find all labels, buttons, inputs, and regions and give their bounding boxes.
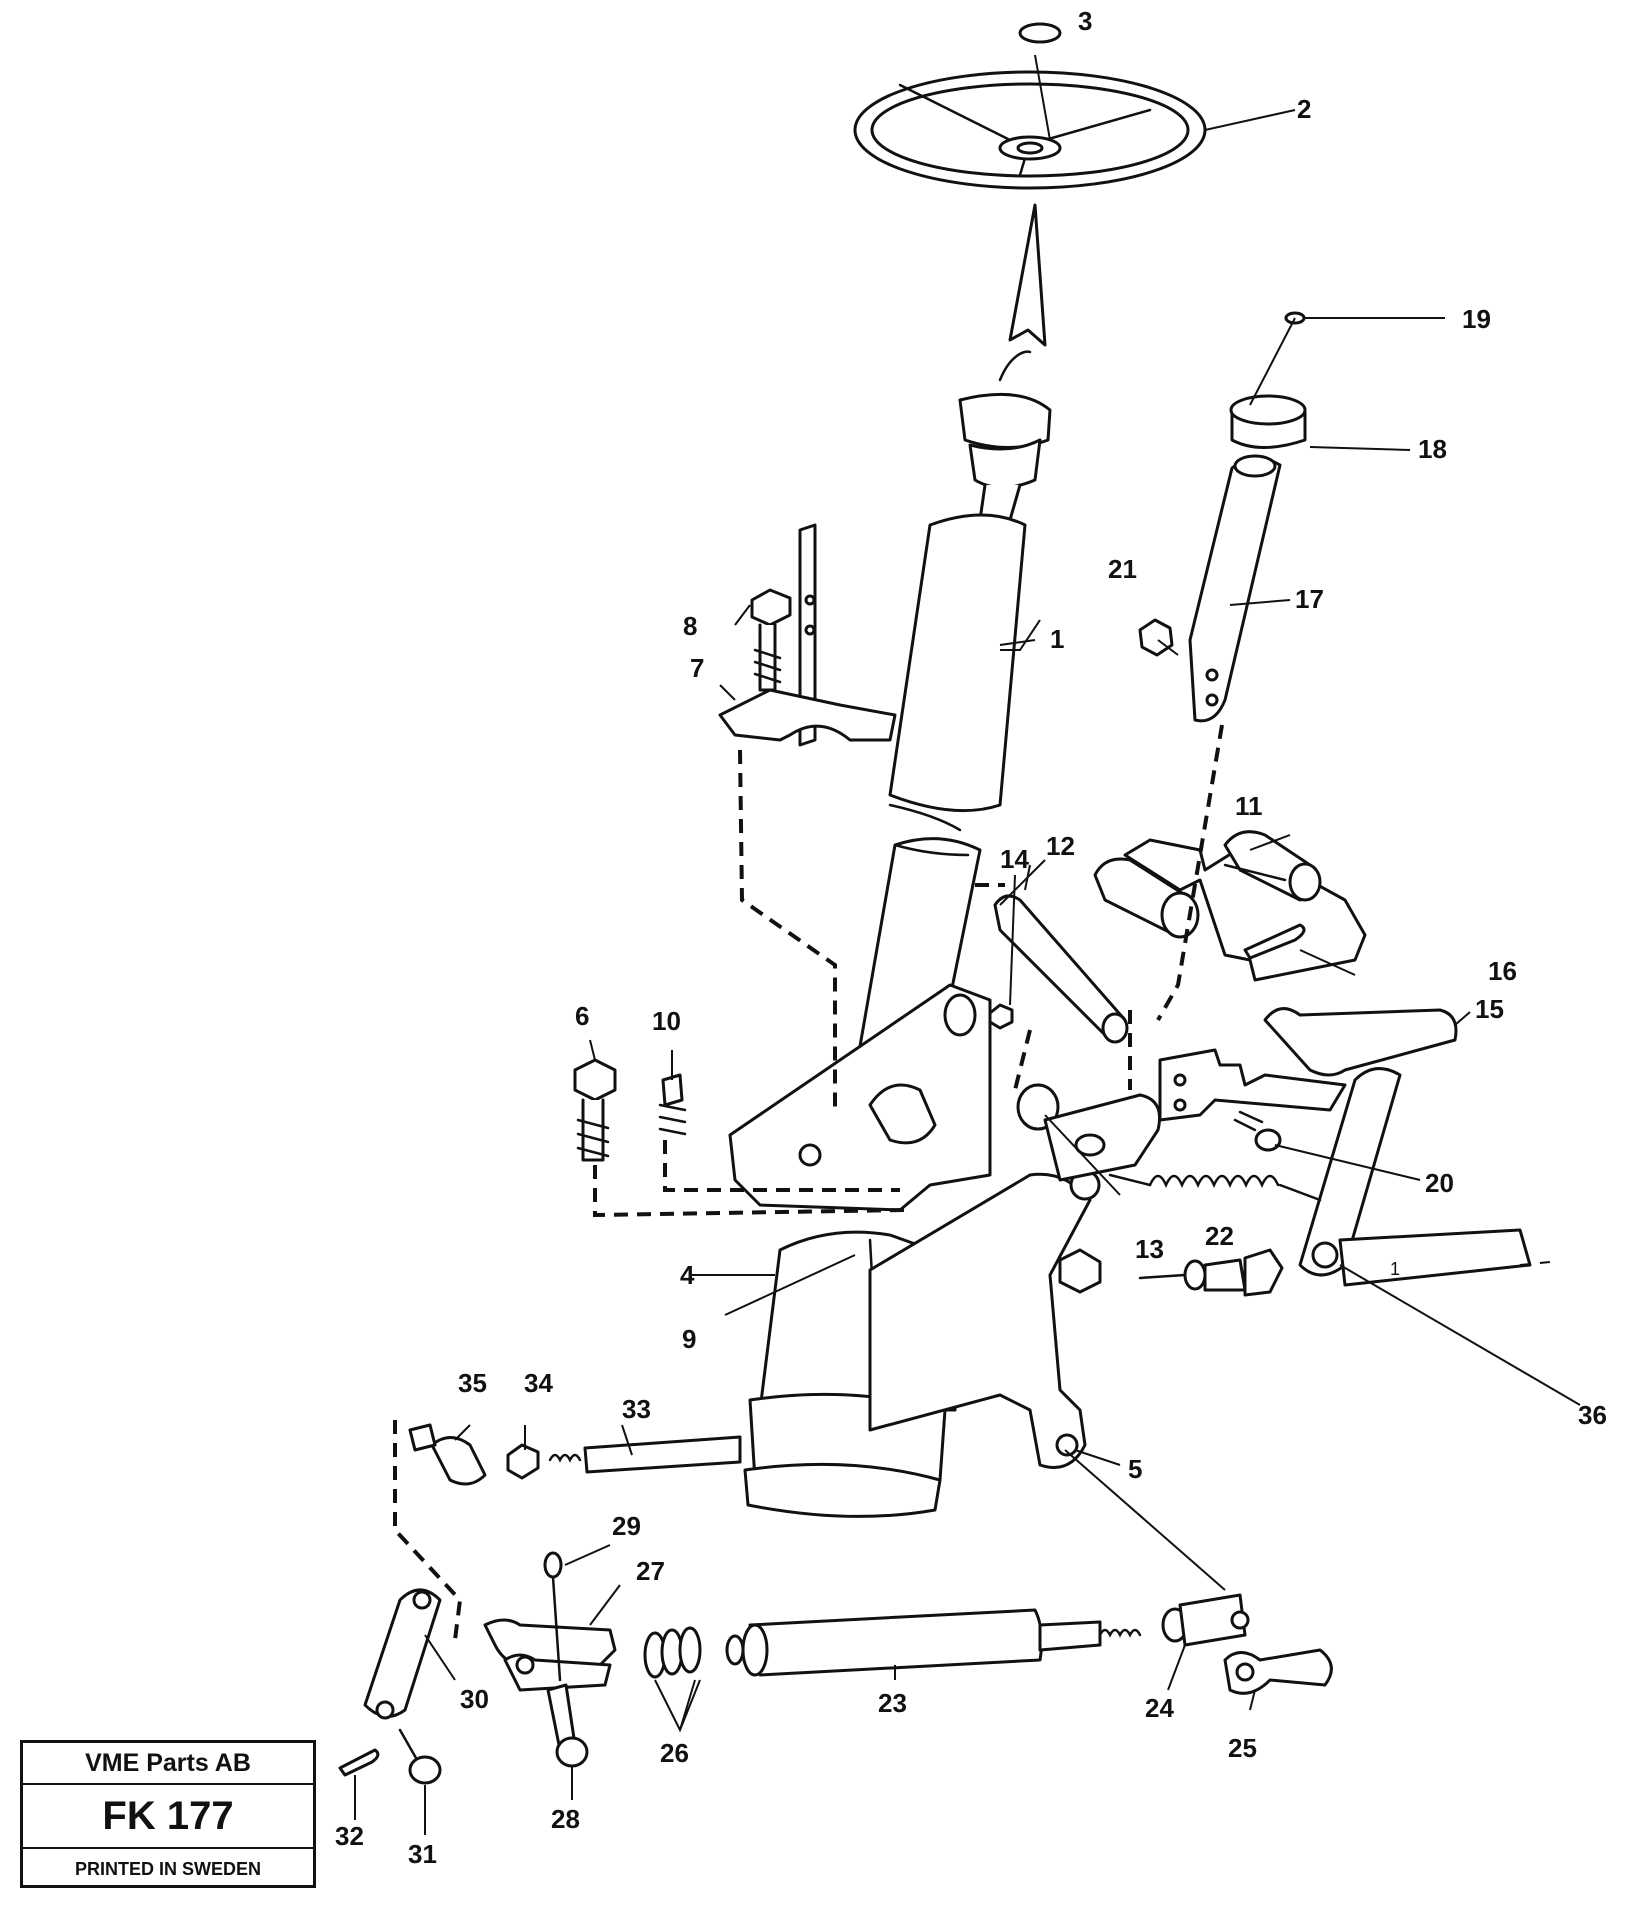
company-name: VME Parts AB	[23, 1743, 313, 1785]
callout-10: 10	[652, 1006, 681, 1036]
bolt-6	[573, 1058, 617, 1162]
pin-29	[543, 1551, 563, 1682]
printed-note: PRINTED IN SWEDEN	[74, 1858, 261, 1879]
callout-17: 17	[1295, 584, 1324, 614]
callout-8: 8	[683, 611, 697, 641]
callout-25: 25	[1228, 1733, 1257, 1763]
callout-18: 18	[1418, 434, 1447, 464]
clip-25	[1223, 1648, 1333, 1695]
callout-9: 9	[682, 1324, 696, 1354]
shift-lever	[1188, 454, 1282, 723]
callout-4: 4	[680, 1260, 695, 1290]
diagram-code: FK 177	[23, 1785, 313, 1849]
assembly-arrow	[1008, 203, 1047, 347]
pin-31	[398, 1728, 442, 1785]
callout-34: 34	[524, 1368, 553, 1398]
callout-5: 5	[1128, 1454, 1142, 1484]
nut-34	[506, 1443, 540, 1480]
lever-arm-30	[363, 1588, 442, 1720]
callout-31: 31	[408, 1839, 437, 1869]
mounting-bracket	[868, 1169, 1101, 1469]
callout-29: 29	[612, 1511, 641, 1541]
column-base-plate	[728, 983, 992, 1212]
callout-23: 23	[878, 1688, 907, 1718]
callout-33: 33	[622, 1394, 651, 1424]
callout-26: 26	[660, 1738, 689, 1768]
assembly-line-lever	[1156, 724, 1224, 1021]
callout-1: 1	[1050, 624, 1064, 654]
callout-19: 19	[1462, 304, 1491, 334]
horn-cap	[1018, 22, 1062, 44]
callout-24: 24	[1145, 1693, 1174, 1723]
assembly-line-bolt10	[663, 1140, 900, 1192]
nut-14	[988, 1003, 1014, 1030]
upper-bracket	[718, 523, 897, 747]
assembly-line-bracket	[738, 749, 837, 1110]
callout-3: 3	[1078, 6, 1092, 36]
washers-26	[643, 1626, 745, 1679]
link-plate-13	[1016, 1083, 1161, 1182]
assembly-line-rod	[393, 1420, 463, 1641]
callout-28: 28	[551, 1804, 580, 1834]
screw-20	[1233, 1110, 1282, 1152]
rod-marker: 1	[1390, 1259, 1400, 1279]
lever-knob	[1229, 394, 1307, 449]
steering-wheel	[853, 70, 1207, 190]
hinge-assembly	[1093, 830, 1367, 982]
rod-end-fitting	[1058, 1248, 1284, 1297]
callout-32: 32	[335, 1821, 364, 1851]
assembly-line-hinge	[975, 883, 1032, 1091]
spring-22	[1108, 1173, 1322, 1202]
title-block: VME Parts AB FK 177 PRINTED IN SWEDEN	[20, 1740, 316, 1888]
ball-joint-35	[408, 1423, 487, 1486]
pin-28	[546, 1683, 589, 1768]
callout-13: 13	[1135, 1234, 1164, 1264]
callout-11: 11	[1235, 791, 1263, 821]
bolt-8	[750, 588, 792, 692]
pin-12	[993, 894, 1129, 1044]
callout-36: 36	[1578, 1400, 1607, 1430]
callout-27: 27	[636, 1556, 665, 1586]
callout-30: 30	[460, 1684, 489, 1714]
steering-column	[833, 392, 1052, 1201]
callout-35: 35	[458, 1368, 487, 1398]
clevis-27	[483, 1618, 617, 1692]
callout-20: 20	[1425, 1168, 1454, 1198]
bolt-10	[658, 1073, 687, 1136]
damper-cylinder-23	[741, 1608, 1142, 1677]
callout-21: 21	[1108, 554, 1137, 584]
cotter-pin-16	[1243, 923, 1306, 960]
clevis-24	[1161, 1593, 1250, 1647]
rod-33	[548, 1435, 742, 1474]
callout-15: 15	[1475, 994, 1504, 1024]
callout-22: 22	[1205, 1221, 1234, 1251]
rod-36	[1338, 1228, 1551, 1287]
bracket-20	[1158, 1048, 1347, 1122]
assembly-line-bolts	[593, 1165, 906, 1218]
lever-15	[1263, 1007, 1458, 1277]
callout-16: 16	[1488, 956, 1517, 986]
nut-21	[1138, 618, 1174, 657]
callout-12: 12	[1046, 831, 1075, 861]
callout-14: 14	[1000, 844, 1029, 874]
callout-7: 7	[690, 653, 704, 683]
callout-labels: 1 2 3 4 5 6 7 8 9 10 11 12 13 14 15 16 1…	[335, 6, 1607, 1869]
callout-6: 6	[575, 1001, 589, 1031]
leader-lines	[354, 54, 1581, 1835]
pin-32	[338, 1748, 380, 1777]
callout-2: 2	[1297, 94, 1311, 124]
